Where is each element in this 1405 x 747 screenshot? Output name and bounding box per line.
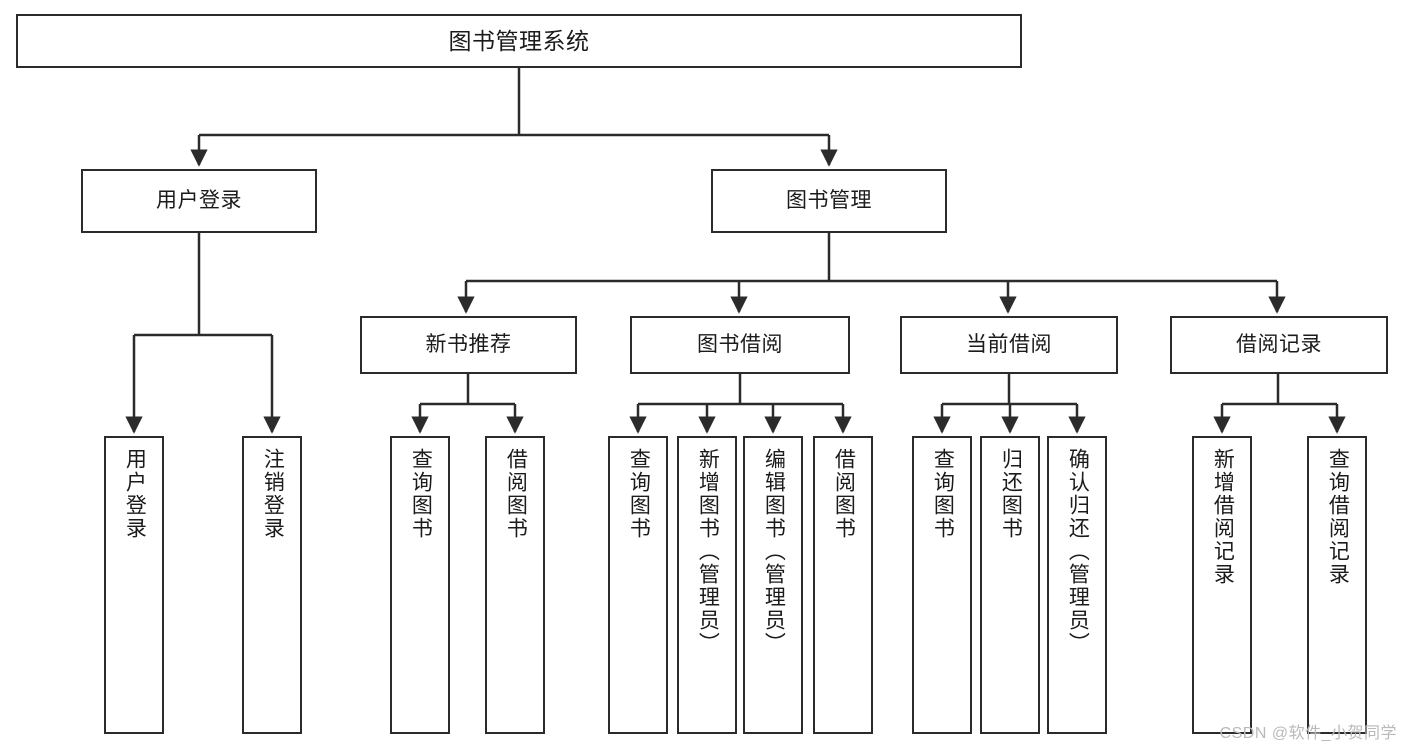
- node-user-login-label: 用户登录: [156, 188, 242, 212]
- node-borrow-record[interactable]: 借阅记录: [1170, 316, 1388, 374]
- node-leaf-logout[interactable]: 注销登录: [242, 436, 302, 734]
- node-leaf-add-borrow-record-label: 新增借阅记录: [1211, 448, 1235, 586]
- node-new-book-recommend[interactable]: 新书推荐: [360, 316, 577, 374]
- node-leaf-query-borrow-record[interactable]: 查询借阅记录: [1307, 436, 1367, 734]
- node-leaf-query-borrow-record-label: 查询借阅记录: [1326, 448, 1350, 586]
- node-leaf-query-book-current[interactable]: 查询图书: [912, 436, 972, 734]
- node-leaf-add-book-admin-label: 新增图书（管理员）: [696, 448, 720, 655]
- node-leaf-confirm-return-admin-label: 确认归还（管理员）: [1066, 448, 1090, 655]
- node-leaf-logout-label: 注销登录: [261, 448, 285, 540]
- node-leaf-add-book-admin[interactable]: 新增图书（管理员）: [677, 436, 737, 734]
- node-root-system-label: 图书管理系统: [448, 27, 590, 54]
- node-leaf-borrow-book-recommend-label: 借阅图书: [504, 448, 528, 540]
- node-current-borrow[interactable]: 当前借阅: [900, 316, 1118, 374]
- node-leaf-query-book-borrow-label: 查询图书: [627, 448, 651, 540]
- node-book-management[interactable]: 图书管理: [711, 169, 947, 233]
- node-book-borrow[interactable]: 图书借阅: [630, 316, 850, 374]
- csdn-watermark: CSDN @软件_小贺同学: [1219, 725, 1397, 742]
- node-leaf-edit-book-admin[interactable]: 编辑图书（管理员）: [743, 436, 803, 734]
- node-leaf-edit-book-admin-label: 编辑图书（管理员）: [762, 448, 786, 655]
- node-root-system[interactable]: 图书管理系统: [16, 14, 1022, 68]
- node-book-borrow-label: 图书借阅: [697, 332, 783, 356]
- node-leaf-borrow-book-label: 借阅图书: [832, 448, 856, 540]
- node-leaf-query-book-current-label: 查询图书: [931, 448, 955, 540]
- node-leaf-return-book-label: 归还图书: [999, 448, 1023, 540]
- node-leaf-add-borrow-record[interactable]: 新增借阅记录: [1192, 436, 1252, 734]
- node-leaf-query-book-recommend-label: 查询图书: [409, 448, 433, 540]
- node-leaf-user-login[interactable]: 用户登录: [104, 436, 164, 734]
- node-leaf-confirm-return-admin[interactable]: 确认归还（管理员）: [1047, 436, 1107, 734]
- node-new-book-recommend-label: 新书推荐: [425, 332, 512, 356]
- node-borrow-record-label: 借阅记录: [1236, 332, 1322, 356]
- node-leaf-query-book-recommend[interactable]: 查询图书: [390, 436, 450, 734]
- node-leaf-user-login-label: 用户登录: [123, 448, 147, 540]
- node-leaf-borrow-book-recommend[interactable]: 借阅图书: [485, 436, 545, 734]
- node-book-management-label: 图书管理: [786, 188, 872, 212]
- node-user-login[interactable]: 用户登录: [81, 169, 317, 233]
- node-leaf-query-book-borrow[interactable]: 查询图书: [608, 436, 668, 734]
- node-current-borrow-label: 当前借阅: [966, 332, 1052, 356]
- node-leaf-borrow-book[interactable]: 借阅图书: [813, 436, 873, 734]
- node-leaf-return-book[interactable]: 归还图书: [980, 436, 1040, 734]
